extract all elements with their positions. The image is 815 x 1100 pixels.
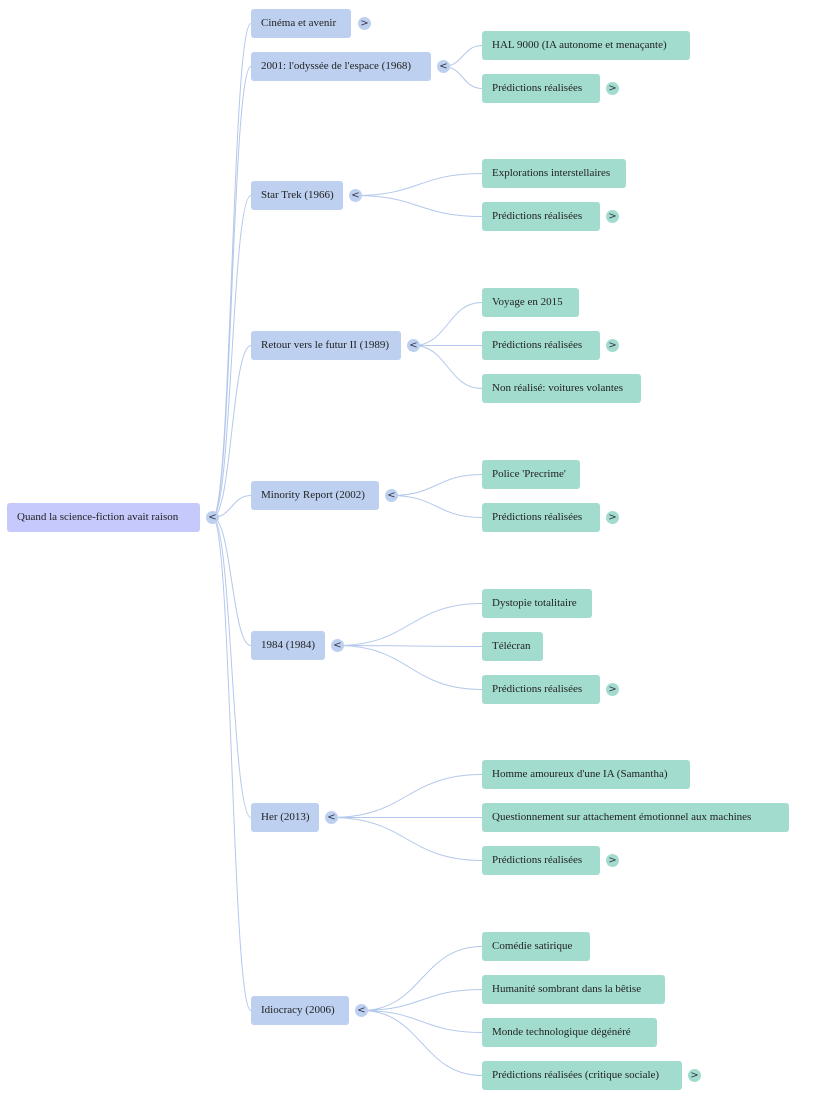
collapse-toggle-icon[interactable]: < xyxy=(331,639,344,652)
link-root-to-cinema-et-avenir xyxy=(212,23,252,518)
link-root-to-idiocracy-2006 xyxy=(212,517,252,1011)
branch-retour-vers-le-futur-ii-1989[interactable]: Retour vers le futur II (1989) xyxy=(251,331,401,360)
branch-her-2013[interactable]: Her (2013) xyxy=(251,803,319,832)
leaf-dystopie-totalitaire[interactable]: Dystopie totalitaire xyxy=(482,589,592,618)
link-root-to-retour-vers-le-futur-ii-1989 xyxy=(212,345,252,518)
expand-toggle-icon[interactable]: > xyxy=(688,1069,701,1082)
branch-star-trek-1966[interactable]: Star Trek (1966) xyxy=(251,181,343,210)
link-root-to-her-2013 xyxy=(212,517,252,818)
leaf-non-realise-voitures-volantes[interactable]: Non réalisé: voitures volantes xyxy=(482,374,641,403)
leaf-police-precrime[interactable]: Police 'Precrime' xyxy=(482,460,580,489)
branch-cinema-et-avenir[interactable]: Cinéma et avenir xyxy=(251,9,351,38)
leaf-monde-technologique-degenere[interactable]: Monde technologique dégénéré xyxy=(482,1018,657,1047)
branch-1984-1984[interactable]: 1984 (1984) xyxy=(251,631,325,660)
leaf-predictions-realisees[interactable]: Prédictions réalisées xyxy=(482,503,600,532)
leaf-predictions-realisees[interactable]: Prédictions réalisées xyxy=(482,331,600,360)
link-idiocracy-2006-child xyxy=(361,1010,483,1033)
collapse-toggle-icon[interactable]: < xyxy=(349,189,362,202)
collapse-toggle-icon[interactable]: < xyxy=(385,489,398,502)
leaf-humanite-sombrant-dans-la-betise[interactable]: Humanité sombrant dans la bêtise xyxy=(482,975,665,1004)
link-her-2013-child xyxy=(331,817,483,861)
link-retour-vers-le-futur-ii-1989-child xyxy=(413,345,483,389)
link-root-to-1984-1984 xyxy=(212,517,252,646)
leaf-telecran[interactable]: Télécran xyxy=(482,632,543,661)
link-star-trek-1966-child xyxy=(355,195,483,217)
expand-toggle-icon[interactable]: > xyxy=(606,511,619,524)
branch-2001-l-odyssee-de-l-espace-1968[interactable]: 2001: l'odyssée de l'espace (1968) xyxy=(251,52,431,81)
link-idiocracy-2006-child xyxy=(361,946,483,1011)
link-her-2013-child xyxy=(331,774,483,818)
branch-idiocracy-2006[interactable]: Idiocracy (2006) xyxy=(251,996,349,1025)
link-idiocracy-2006-child xyxy=(361,989,483,1011)
expand-toggle-icon[interactable]: > xyxy=(606,210,619,223)
leaf-predictions-realisees[interactable]: Prédictions réalisées xyxy=(482,74,600,103)
collapse-toggle-icon[interactable]: < xyxy=(355,1004,368,1017)
leaf-hal-9000-ia-autonome-et-menacante[interactable]: HAL 9000 (IA autonome et menaçante) xyxy=(482,31,690,60)
leaf-comedie-satirique[interactable]: Comédie satirique xyxy=(482,932,590,961)
expand-toggle-icon[interactable]: > xyxy=(606,854,619,867)
leaf-predictions-realisees[interactable]: Prédictions réalisées xyxy=(482,675,600,704)
collapse-toggle-icon[interactable]: < xyxy=(407,339,420,352)
leaf-predictions-realisees-critique-sociale[interactable]: Prédictions réalisées (critique sociale) xyxy=(482,1061,682,1090)
collapse-toggle-icon[interactable]: < xyxy=(206,511,219,524)
leaf-predictions-realisees[interactable]: Prédictions réalisées xyxy=(482,202,600,231)
link-1984-1984-child xyxy=(337,603,483,646)
link-minority-report-2002-child xyxy=(391,474,483,496)
link-minority-report-2002-child xyxy=(391,495,483,518)
leaf-voyage-en-2015[interactable]: Voyage en 2015 xyxy=(482,288,579,317)
expand-toggle-icon[interactable]: > xyxy=(358,17,371,30)
expand-toggle-icon[interactable]: > xyxy=(606,82,619,95)
root-node[interactable]: Quand la science-fiction avait raison xyxy=(7,503,200,532)
link-retour-vers-le-futur-ii-1989-child xyxy=(413,302,483,346)
leaf-questionnement-sur-attachement-emotionnel-aux-machines[interactable]: Questionnement sur attachement émotionne… xyxy=(482,803,789,832)
expand-toggle-icon[interactable]: > xyxy=(606,339,619,352)
link-root-to-2001-l-odyssee-de-l-espace-1968 xyxy=(212,66,252,518)
collapse-toggle-icon[interactable]: < xyxy=(437,60,450,73)
leaf-predictions-realisees[interactable]: Prédictions réalisées xyxy=(482,846,600,875)
leaf-homme-amoureux-d-une-ia-samantha[interactable]: Homme amoureux d'une IA (Samantha) xyxy=(482,760,690,789)
link-1984-1984-child xyxy=(337,645,483,647)
link-root-to-star-trek-1966 xyxy=(212,195,252,518)
link-1984-1984-child xyxy=(337,645,483,690)
link-idiocracy-2006-child xyxy=(361,1010,483,1076)
link-2001-l-odyssee-de-l-espace-1968-child xyxy=(443,66,483,89)
expand-toggle-icon[interactable]: > xyxy=(606,683,619,696)
leaf-explorations-interstellaires[interactable]: Explorations interstellaires xyxy=(482,159,626,188)
branch-minority-report-2002[interactable]: Minority Report (2002) xyxy=(251,481,379,510)
link-star-trek-1966-child xyxy=(355,173,483,196)
collapse-toggle-icon[interactable]: < xyxy=(325,811,338,824)
